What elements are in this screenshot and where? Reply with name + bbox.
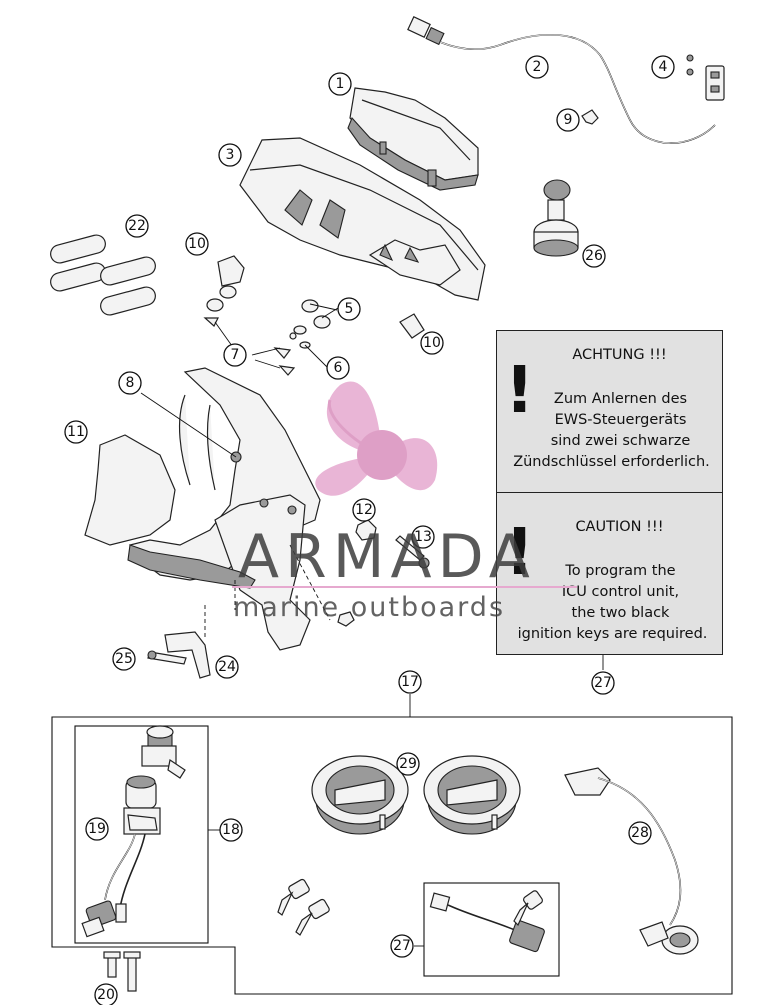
dashed-assembly-leaders bbox=[204, 544, 331, 640]
kit-frame-27 bbox=[423, 882, 560, 977]
svg-text:10: 10 bbox=[188, 236, 206, 252]
svg-text:12: 12 bbox=[355, 502, 373, 518]
lock-bezels bbox=[311, 755, 521, 835]
callout-24: 24 bbox=[215, 655, 239, 679]
callout-2: 2 bbox=[525, 55, 549, 79]
svg-text:4: 4 bbox=[659, 59, 668, 75]
svg-text:27: 27 bbox=[393, 938, 411, 954]
warning-line: Zündschlüssel erforderlich. bbox=[513, 454, 710, 470]
callout-5: 5 bbox=[337, 297, 361, 321]
instrument-cluster bbox=[347, 87, 479, 191]
callout-25: 25 bbox=[112, 647, 136, 671]
watermark-propeller-logo bbox=[315, 381, 438, 496]
ews-adapter-cable bbox=[429, 890, 545, 953]
callout-1: 1 bbox=[328, 72, 352, 96]
watermark-subtitle: marine outboards bbox=[233, 592, 506, 623]
callout-8: 8 bbox=[118, 371, 142, 395]
svg-text:8: 8 bbox=[126, 375, 135, 391]
svg-text:27: 27 bbox=[594, 675, 612, 691]
svg-text:5: 5 bbox=[345, 301, 354, 317]
svg-text:7: 7 bbox=[231, 347, 240, 363]
warning-box-german: ! ACHTUNG !!! Zum Anlernen des EWS-Steue… bbox=[496, 330, 723, 493]
callout-20: 20 bbox=[94, 983, 118, 1005]
warning-line: the two black bbox=[571, 605, 670, 621]
callout-9: 9 bbox=[556, 108, 580, 132]
callout-17: 17 bbox=[398, 670, 422, 694]
warning-line: ignition keys are required. bbox=[517, 626, 708, 642]
callout-3: 3 bbox=[218, 143, 242, 167]
callout-13: 13 bbox=[411, 525, 435, 549]
svg-text:9: 9 bbox=[564, 112, 573, 128]
callout-7: 7 bbox=[223, 343, 247, 367]
warning-line: Zum Anlernen des bbox=[553, 391, 688, 407]
headlight-bracket bbox=[84, 367, 321, 651]
headlight-mask bbox=[239, 137, 486, 301]
svg-text:1: 1 bbox=[336, 76, 345, 92]
callout-6: 6 bbox=[326, 356, 350, 380]
svg-text:24: 24 bbox=[218, 659, 236, 675]
warning-line: EWS-Steuergeräts bbox=[554, 412, 687, 428]
svg-text:29: 29 bbox=[399, 756, 417, 772]
exclamation-icon: ! bbox=[505, 516, 535, 590]
svg-text:19: 19 bbox=[88, 821, 106, 837]
callout-10-right: 10 bbox=[420, 331, 444, 355]
callout-22: 22 bbox=[125, 214, 149, 238]
svg-text:6: 6 bbox=[334, 360, 343, 376]
warning-title-english: CAUTION !!! bbox=[575, 519, 664, 535]
warning-line: sind zwei schwarze bbox=[550, 433, 691, 449]
svg-text:3: 3 bbox=[226, 147, 235, 163]
mounting-bracket bbox=[147, 631, 211, 679]
ignition-lock bbox=[533, 179, 579, 257]
cable-harness bbox=[407, 16, 725, 144]
svg-text:25: 25 bbox=[115, 651, 133, 667]
callout-27-top: 27 bbox=[591, 671, 615, 695]
callout-26: 26 bbox=[582, 244, 606, 268]
callout-10-left: 10 bbox=[185, 232, 209, 256]
svg-text:28: 28 bbox=[631, 825, 649, 841]
warning-line: ICU control unit, bbox=[561, 584, 680, 600]
screws bbox=[103, 951, 141, 992]
callout-18: 18 bbox=[219, 818, 243, 842]
fasteners bbox=[203, 285, 331, 376]
ignition-switch-assembly bbox=[81, 725, 186, 938]
kit-frame-17 bbox=[51, 716, 733, 995]
callout-12: 12 bbox=[352, 498, 376, 522]
callout-29: 29 bbox=[396, 752, 420, 776]
kit-frame-18 bbox=[74, 725, 209, 944]
rubber-sleeves bbox=[50, 234, 156, 316]
clip-left bbox=[217, 255, 245, 287]
transponder-antenna bbox=[564, 767, 699, 955]
warning-line: To program the bbox=[565, 563, 676, 579]
svg-text:26: 26 bbox=[585, 248, 603, 264]
watermark-title: ARMADA bbox=[238, 522, 536, 592]
watermark-divider bbox=[232, 586, 577, 588]
svg-text:13: 13 bbox=[414, 529, 432, 545]
svg-text:2: 2 bbox=[533, 59, 542, 75]
svg-text:22: 22 bbox=[128, 218, 146, 234]
svg-text:20: 20 bbox=[97, 987, 115, 1003]
callout-28: 28 bbox=[628, 821, 652, 845]
svg-text:17: 17 bbox=[401, 674, 419, 690]
callout-27-bottom: 27 bbox=[390, 934, 414, 958]
nut-and-bolt bbox=[337, 519, 430, 627]
exclamation-icon: ! bbox=[505, 354, 535, 428]
clip-right bbox=[399, 313, 425, 339]
ignition-keys bbox=[277, 878, 330, 936]
callout-11: 11 bbox=[64, 420, 88, 444]
svg-text:18: 18 bbox=[222, 822, 240, 838]
cable-clip bbox=[581, 109, 599, 125]
warning-title-german: ACHTUNG !!! bbox=[572, 347, 667, 363]
callout-4: 4 bbox=[651, 55, 675, 79]
svg-text:10: 10 bbox=[423, 335, 441, 351]
warning-box-english: ! CAUTION !!! To program the ICU control… bbox=[496, 492, 723, 655]
svg-text:11: 11 bbox=[67, 424, 85, 440]
callout-19: 19 bbox=[85, 817, 109, 841]
